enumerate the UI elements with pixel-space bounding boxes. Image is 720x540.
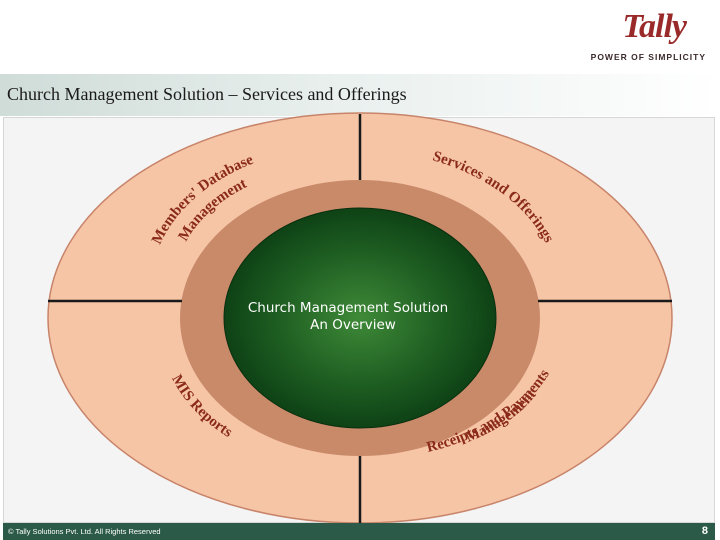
center-title: Church Management Solution (248, 300, 448, 316)
slide-title: Church Management Solution – Services an… (7, 84, 407, 104)
copyright-text: © Tally Solutions Pvt. Ltd. All Rights R… (8, 527, 161, 536)
page-number: 8 (701, 525, 708, 537)
footer-bar (3, 523, 715, 540)
center-subtitle: An Overview (310, 317, 396, 333)
title-bar (0, 74, 720, 116)
center-circle (223, 207, 497, 429)
logo-wordmark: Tally (622, 8, 687, 45)
logo-tagline: POWER OF SIMPLICITY (590, 52, 706, 62)
tally-logo: Tally POWER OF SIMPLICITY (590, 6, 712, 66)
